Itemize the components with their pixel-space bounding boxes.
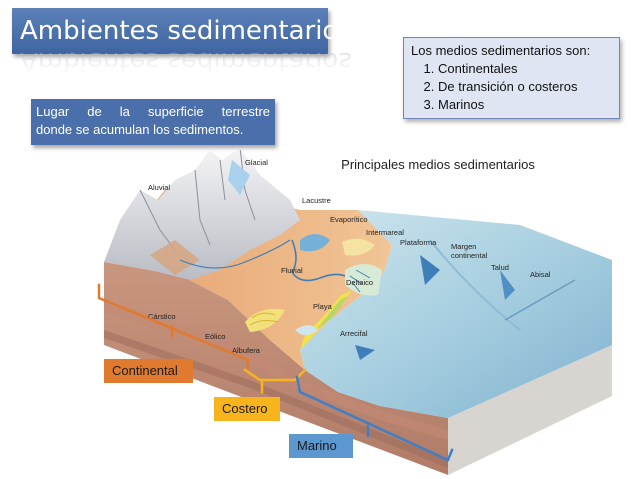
label-deltaico: Deltaico: [346, 278, 373, 287]
label-intermareal: Intermareal: [366, 228, 404, 237]
label-arrecifal: Arrecifal: [340, 329, 368, 338]
sea-surface: [300, 210, 612, 418]
diagram-title: Principales medios sedimentarios: [341, 157, 535, 172]
label-margen-continental: continental: [451, 251, 488, 260]
label-albufera: Albufera: [232, 346, 261, 355]
label-carstico: Cárstico: [148, 312, 176, 321]
label-evaporitico: Evaporítico: [330, 215, 368, 224]
label-fluvial: Fluvial: [281, 266, 303, 275]
label-playa: Playa: [313, 302, 333, 311]
list-item-marinos: Marinos: [438, 96, 612, 114]
costero-tag: Costero: [214, 397, 280, 421]
definition-line-2: donde se acumulan los sedimentos.: [36, 122, 244, 137]
label-eolico: Eólico: [205, 332, 225, 341]
sedimentary-environments-diagram: Principales medios sedimentarios Glacial…: [97, 150, 612, 475]
label-glacial: Glacial: [245, 158, 268, 167]
list-item-continentales: Continentales: [438, 60, 612, 78]
costero-bracket: [243, 368, 307, 382]
label-plataforma: Plataforma: [400, 238, 437, 247]
definition-box: Lugar de la superficie terrestre donde s…: [31, 99, 275, 145]
list-item-costeros: De transición o costeros: [438, 78, 612, 96]
title-banner: Ambientes sedimentarios: [12, 8, 352, 54]
media-ordered-list: Continentales De transición o costeros M…: [411, 60, 612, 114]
label-margen: Margen: [451, 242, 476, 251]
label-talud: Talud: [491, 263, 509, 272]
label-abisal: Abisal: [530, 270, 551, 279]
continental-bracket: [97, 283, 250, 370]
label-lacustre: Lacustre: [302, 196, 331, 205]
mountains: [104, 150, 300, 280]
label-aluvial: Aluvial: [148, 183, 170, 192]
list-heading: Los medios sedimentarios son:: [411, 43, 591, 58]
page-title: Ambientes sedimentarios: [20, 16, 352, 46]
sedimentary-media-list: Los medios sedimentarios son: Continenta…: [403, 37, 620, 119]
continental-tag: Continental: [104, 359, 193, 383]
title-reflection: Ambientes sedimentarios: [20, 46, 352, 76]
definition-line-1: Lugar de la superficie terrestre: [36, 104, 270, 119]
marino-bracket: [295, 375, 454, 462]
marino-tag: Marino: [289, 434, 353, 458]
